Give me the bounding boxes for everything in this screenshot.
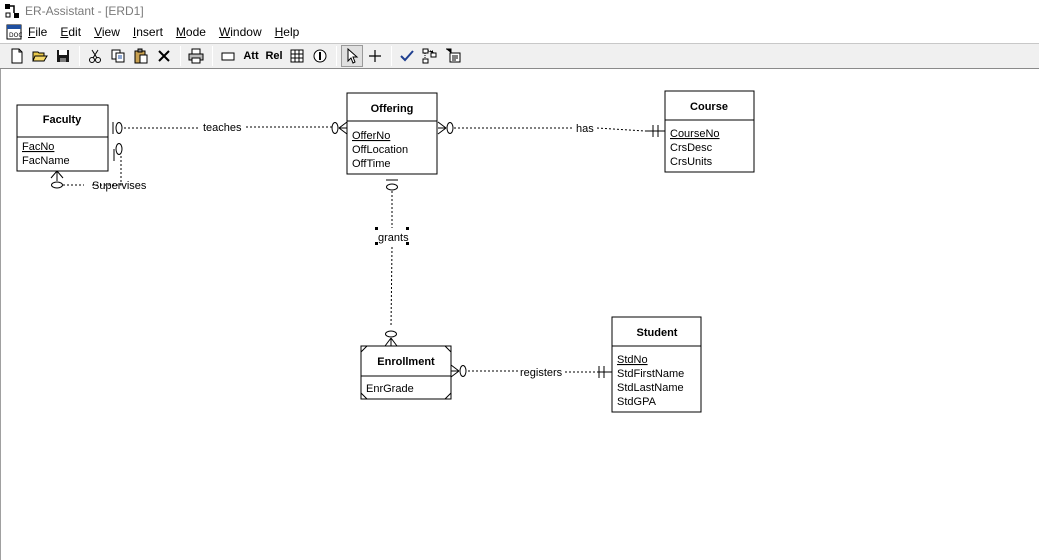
relationship-tool-button[interactable]: Rel xyxy=(265,50,283,62)
document-window-icon[interactable]: DOC xyxy=(6,24,22,40)
print-button[interactable] xyxy=(185,45,207,67)
entity-course[interactable]: Course CourseNo CrsDesc CrsUnits xyxy=(664,90,755,173)
menu-mode[interactable]: Mode xyxy=(175,25,206,39)
entity-title: Faculty xyxy=(43,114,82,126)
entity-attribute: StdGPA xyxy=(617,396,657,408)
entity-title: Offering xyxy=(371,103,414,115)
paste-clipboard-icon xyxy=(134,48,148,64)
note-icon xyxy=(446,48,461,63)
menu-insert[interactable]: Insert xyxy=(132,25,163,39)
info-tool-button[interactable] xyxy=(309,45,331,67)
layout-nodes-icon xyxy=(422,48,437,64)
entity-enrollment[interactable]: Enrollment EnrGrade xyxy=(360,345,452,400)
menu-file[interactable]: File xyxy=(28,25,48,39)
relationship-grants[interactable]: grants xyxy=(378,232,409,244)
entity-student[interactable]: Student StdNo StdFirstName StdLastName S… xyxy=(611,316,702,413)
select-pointer-button[interactable] xyxy=(341,45,363,67)
entity-offering[interactable]: Offering OfferNo OffLocation OffTime xyxy=(346,92,438,175)
info-circle-icon xyxy=(313,49,327,63)
svg-text:DOC: DOC xyxy=(9,32,22,39)
printer-icon xyxy=(188,48,204,64)
entity-tool-button[interactable] xyxy=(217,45,239,67)
crosshair-plus-icon xyxy=(369,50,381,62)
menu-bar: DOC File Edit View Insert Mode Window He… xyxy=(0,22,1039,42)
has-line xyxy=(454,127,646,132)
menu-edit[interactable]: Edit xyxy=(60,25,82,39)
entity-attribute: StdLastName xyxy=(617,382,684,394)
entity-key-attribute: OfferNo xyxy=(352,130,390,142)
title-bar: ER-Assistant - [ERD1] xyxy=(0,0,1039,22)
entity-key-attribute: CourseNo xyxy=(670,128,720,140)
cut-button[interactable] xyxy=(84,45,106,67)
toolbar: Att Rel xyxy=(0,43,1039,69)
new-file-button[interactable] xyxy=(6,45,28,67)
entity-title: Enrollment xyxy=(377,356,435,368)
er-assistant-app-icon[interactable] xyxy=(4,3,20,19)
entity-key-attribute: FacNo xyxy=(22,141,54,153)
relationship-teaches[interactable]: teaches xyxy=(203,122,242,134)
registers-line xyxy=(468,370,597,373)
entity-attribute: CrsDesc xyxy=(670,142,713,154)
entity-title: Course xyxy=(690,101,728,113)
menu-window[interactable]: Window xyxy=(218,25,262,39)
menu-help[interactable]: Help xyxy=(274,25,300,39)
entity-attribute: OffLocation xyxy=(352,144,408,156)
copy-button[interactable] xyxy=(107,45,129,67)
checkmark-icon xyxy=(400,50,414,62)
scissors-icon xyxy=(89,49,101,63)
copy-icon xyxy=(111,49,125,63)
check-diagram-button[interactable] xyxy=(396,45,418,67)
toolbar-separator xyxy=(212,46,213,66)
paste-button[interactable] xyxy=(130,45,152,67)
entity-attribute: CrsUnits xyxy=(670,156,713,168)
note-button[interactable] xyxy=(442,45,464,67)
teaches-line xyxy=(124,126,334,129)
window-title: ER-Assistant - [ERD1] xyxy=(25,4,144,18)
toolbar-separator xyxy=(79,46,80,66)
menu-view[interactable]: View xyxy=(94,25,120,39)
delete-button[interactable] xyxy=(153,45,175,67)
relationship-registers[interactable]: registers xyxy=(520,367,563,379)
toolbar-separator xyxy=(391,46,392,66)
new-file-icon xyxy=(11,48,23,64)
toolbar-separator xyxy=(336,46,337,66)
diagram-canvas[interactable] xyxy=(0,69,1039,560)
toolbar-separator xyxy=(180,46,181,66)
save-disk-icon xyxy=(57,50,69,62)
entity-attribute: OffTime xyxy=(352,158,391,170)
grid-table-icon xyxy=(290,49,304,63)
grants-line xyxy=(390,191,393,328)
grants-selection-handles[interactable] xyxy=(375,227,409,245)
save-button[interactable] xyxy=(52,45,74,67)
entity-title: Student xyxy=(637,327,678,339)
open-file-button[interactable] xyxy=(29,45,51,67)
open-folder-icon xyxy=(32,51,48,62)
entity-rectangle-icon xyxy=(221,52,235,61)
entity-key-attribute: StdNo xyxy=(617,354,648,366)
entity-attribute: StdFirstName xyxy=(617,368,684,380)
attribute-tool-button[interactable]: Att xyxy=(243,50,259,62)
relationship-supervises[interactable]: Supervises xyxy=(92,180,147,192)
table-tool-button[interactable] xyxy=(286,45,308,67)
delete-x-icon xyxy=(158,50,170,62)
layout-button[interactable] xyxy=(419,45,441,67)
entity-faculty[interactable]: Faculty FacNo FacName xyxy=(16,104,109,172)
entity-attribute: FacName xyxy=(22,155,70,167)
relationship-has[interactable]: has xyxy=(576,123,594,135)
arrow-pointer-icon xyxy=(347,48,359,64)
entity-attribute: EnrGrade xyxy=(366,383,414,395)
crosshair-button[interactable] xyxy=(364,45,386,67)
